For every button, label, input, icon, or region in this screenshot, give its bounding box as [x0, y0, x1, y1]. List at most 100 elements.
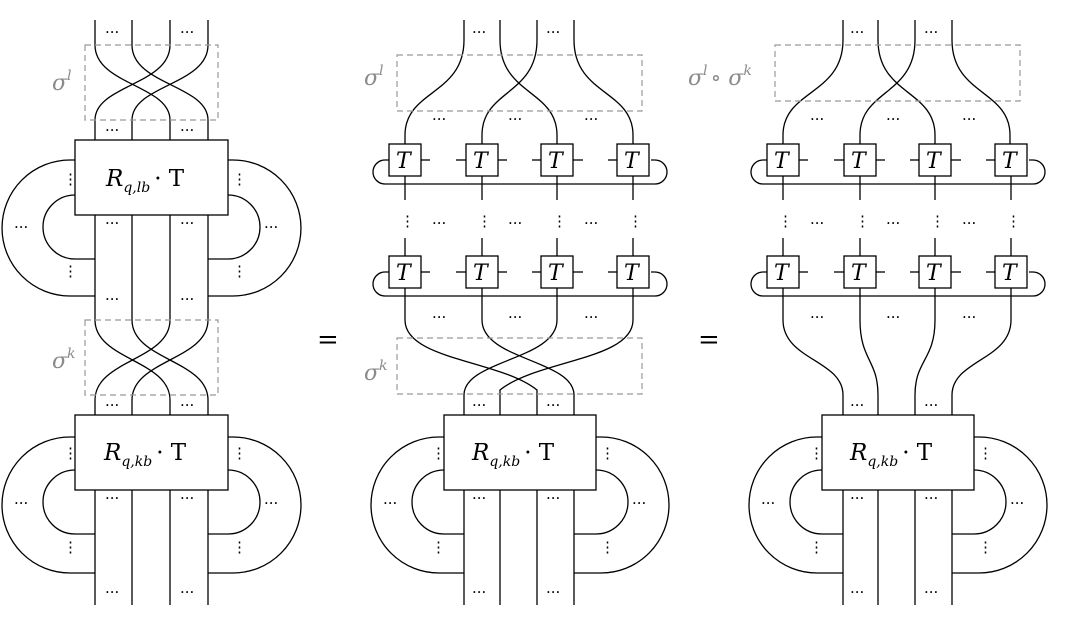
vertical-dots: ⋮ [855, 212, 870, 230]
column-wires [404, 176, 634, 256]
tensor-T-label: T [624, 149, 641, 174]
inner-loop-right [574, 469, 629, 535]
ellipsis: ··· [886, 214, 900, 232]
vertical-dots: ⋮ [63, 444, 78, 462]
ellipsis: ··· [14, 494, 28, 512]
row-loop [372, 159, 668, 185]
panel-middle: ··· ··· σl ··· ··· ··· T T T T [364, 20, 670, 605]
ellipsis: ··· [180, 489, 194, 507]
tensor-T-label: T [396, 261, 413, 286]
middle-crossing-wires [94, 319, 209, 415]
ellipsis: ··· [180, 23, 194, 41]
bottom-vertical-wires [463, 490, 575, 605]
ellipsis: ··· [472, 23, 486, 41]
tensor-T-label: T [774, 149, 791, 174]
tensor-T-label: T [774, 261, 791, 286]
sigma-k-dashed-box [396, 337, 643, 395]
ellipsis: ··· [886, 308, 900, 326]
tensor-T [766, 143, 800, 177]
tensor-box-kb [443, 414, 597, 491]
ellipsis: ··· [584, 308, 598, 326]
ellipsis: ··· [886, 110, 900, 128]
ellipsis: ··· [14, 218, 28, 236]
tensor-T [388, 143, 422, 177]
vertical-dots: ⋮ [431, 538, 446, 556]
ellipsis: ··· [432, 110, 446, 128]
bottom-vertical-wires [94, 490, 209, 605]
vertical-dots: ⋮ [1006, 212, 1021, 230]
box-lb-label: Rq,lb· T [105, 166, 185, 196]
ellipsis: ··· [924, 583, 938, 601]
tensor-T [994, 143, 1028, 177]
inner-loop-right [208, 469, 261, 535]
tensor-T-label: T [473, 149, 490, 174]
ellipsis: ··· [472, 583, 486, 601]
inner-loop-left [42, 469, 95, 535]
outer-loop-right [208, 159, 302, 297]
middle-crossing-wires [404, 288, 634, 415]
ellipsis: ··· [546, 23, 560, 41]
sigma-composite-dashed-box [774, 44, 1021, 102]
ellipsis: ··· [1010, 494, 1024, 512]
ellipsis: ··· [962, 214, 976, 232]
vertical-dots: ⋮ [600, 444, 615, 462]
ellipsis: ··· [508, 110, 522, 128]
equals-sign: = [317, 325, 339, 355]
vertical-dots: ⋮ [232, 262, 247, 280]
vertical-dots: ⋮ [930, 212, 945, 230]
vertical-dots: ⋮ [63, 170, 78, 188]
tensor-T-label: T [396, 149, 413, 174]
sigma-k-dashed-box [84, 319, 219, 396]
tensor-T-label: T [624, 261, 641, 286]
tensor-row-top: T T T T [388, 143, 650, 177]
vertical-dots: ⋮ [809, 444, 824, 462]
vertical-dots: ⋮ [978, 444, 993, 462]
row-loop [372, 271, 668, 297]
ellipsis: ··· [761, 494, 775, 512]
tensor-row-bottom: T T T T [388, 255, 650, 289]
ellipsis: ··· [962, 110, 976, 128]
ellipsis: ··· [850, 23, 864, 41]
ellipsis: ··· [180, 583, 194, 601]
tensor-T-label: T [548, 149, 565, 174]
vertical-dots: ⋮ [232, 170, 247, 188]
ellipsis: ··· [472, 396, 486, 414]
tensor-box-lb [74, 139, 229, 216]
vertical-dots: ⋮ [628, 212, 643, 230]
sigma-l-label: σl [364, 63, 384, 91]
tensor-row-top: T T T T [766, 143, 1028, 177]
row-loop [750, 271, 1046, 297]
outer-loop-left [370, 436, 464, 574]
inner-loop-right [952, 469, 1007, 535]
ellipsis: ··· [810, 214, 824, 232]
vertical-dots: ⋮ [63, 538, 78, 556]
vertical-dots: ⋮ [477, 212, 492, 230]
tensor-box-kb [74, 414, 229, 491]
top-crossing-wires [94, 20, 209, 140]
outer-loop-left [1, 159, 95, 297]
tensor-T-label: T [548, 261, 565, 286]
ellipsis: ··· [632, 494, 646, 512]
ellipsis: ··· [584, 214, 598, 232]
ellipsis: ··· [264, 218, 278, 236]
inner-loop-right [208, 194, 261, 260]
ellipsis: ··· [850, 489, 864, 507]
tensor-T-label: T [851, 149, 868, 174]
ellipsis: ··· [105, 23, 119, 41]
inner-loop-left [42, 194, 95, 260]
ellipsis: ··· [432, 308, 446, 326]
ellipsis: ··· [264, 494, 278, 512]
ellipsis: ··· [105, 583, 119, 601]
tensor-T [616, 255, 650, 289]
top-crossing-wires [782, 20, 1011, 148]
ellipsis: ··· [180, 290, 194, 308]
vertical-dots: ⋮ [232, 538, 247, 556]
ellipsis: ··· [924, 23, 938, 41]
ellipsis: ··· [924, 489, 938, 507]
ellipsis: ··· [546, 583, 560, 601]
outer-loop-left [1, 436, 95, 574]
vertical-dots: ⋮ [63, 262, 78, 280]
tensor-box-kb [821, 414, 975, 491]
ellipsis: ··· [180, 121, 194, 139]
ellipsis: ··· [584, 110, 598, 128]
